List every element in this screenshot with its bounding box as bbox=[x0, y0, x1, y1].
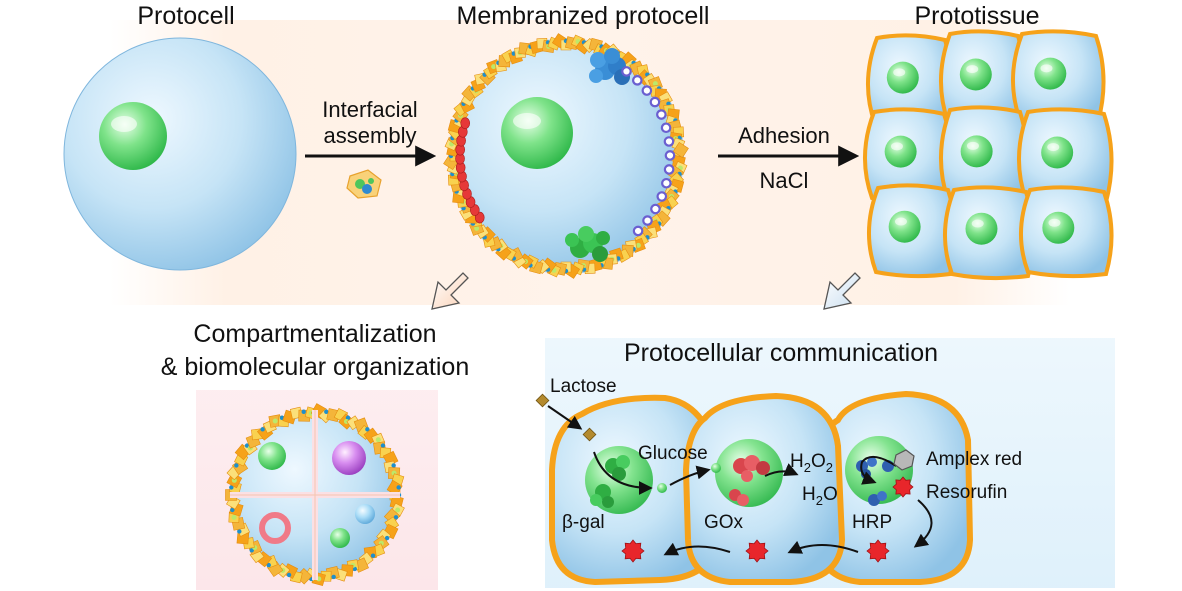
communication-cells bbox=[535, 390, 974, 586]
hrp-label: HRP bbox=[852, 512, 892, 533]
membranized-title: Membranized protocell bbox=[457, 2, 710, 30]
pink-ring-compartment bbox=[259, 512, 291, 544]
resorufin-transfer-arrow-1 bbox=[787, 540, 859, 554]
protocell bbox=[63, 37, 297, 271]
amplex-red-label: Amplex red bbox=[926, 449, 1022, 470]
lactose-label: Lactose bbox=[550, 376, 617, 397]
green-protein-cluster bbox=[565, 226, 610, 262]
gox-enzyme bbox=[729, 455, 770, 506]
blue-protein-cluster bbox=[589, 48, 630, 85]
gox-label: GOx bbox=[704, 512, 744, 533]
beta-gal-label: β-gal bbox=[562, 512, 605, 533]
down-left-arrow-blue bbox=[823, 272, 861, 310]
protocell-title: Protocell bbox=[137, 2, 234, 30]
lactose-molecule-2 bbox=[582, 427, 597, 442]
prototissue bbox=[863, 29, 1114, 281]
communication-title: Protocellular communication bbox=[624, 339, 938, 367]
compartment-title-line1: Compartmentalization bbox=[193, 320, 436, 348]
prototissue-title: Prototissue bbox=[914, 2, 1039, 30]
blue-compartment bbox=[355, 504, 375, 524]
red-bead-chain bbox=[455, 117, 485, 224]
compartmentalized-protocell bbox=[225, 403, 405, 587]
resorufin-molecules bbox=[621, 476, 914, 563]
arrow1-label-line1: Interfacial bbox=[322, 97, 417, 122]
h2o2-label: H2O2 bbox=[790, 451, 833, 475]
resorufin-transfer-arrow-2 bbox=[663, 542, 731, 556]
resorufin-label: Resorufin bbox=[926, 482, 1007, 503]
membrane-shell bbox=[443, 33, 689, 279]
building-block-icon bbox=[346, 169, 382, 199]
glucose-molecule-1 bbox=[657, 483, 667, 493]
compartment-title-line2: & biomolecular organization bbox=[161, 353, 470, 381]
beta-gal-reaction-arrow bbox=[593, 451, 653, 495]
membranized-protocell bbox=[443, 33, 689, 279]
arrow1-label-line2: assembly bbox=[324, 123, 417, 148]
gox-reaction-arrow bbox=[764, 463, 799, 477]
green-compartment bbox=[258, 442, 286, 470]
h2o-label: H2O bbox=[802, 484, 838, 508]
small-green-compartment bbox=[330, 528, 350, 548]
down-left-arrow-peach bbox=[431, 272, 469, 310]
arrow2-label-bottom: NaCl bbox=[760, 168, 809, 193]
lactose-molecule-1 bbox=[535, 393, 550, 408]
beta-gal-enzyme bbox=[590, 455, 630, 508]
purple-ring-chain bbox=[621, 66, 676, 237]
resorufin-exit-arrow bbox=[913, 499, 933, 548]
glucose-label: Glucose bbox=[638, 443, 708, 464]
protocell-nucleus bbox=[99, 102, 167, 170]
glucose-molecule-2 bbox=[711, 463, 721, 473]
purple-compartment bbox=[332, 441, 366, 475]
hrp-reaction-arrow bbox=[860, 455, 897, 485]
arrow2-label-top: Adhesion bbox=[738, 123, 830, 148]
membranized-nucleus bbox=[501, 97, 573, 169]
amplex-red-molecule bbox=[893, 449, 915, 471]
glucose-transfer-arrow bbox=[669, 465, 711, 486]
lactose-arrow bbox=[547, 405, 583, 430]
